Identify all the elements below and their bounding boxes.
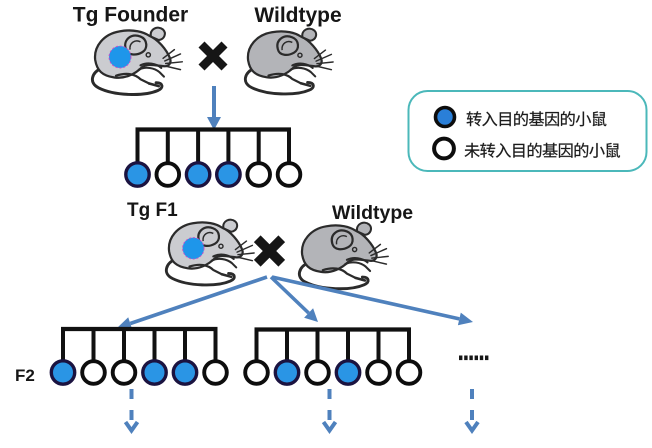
svg-text:F2: F2: [15, 366, 35, 385]
svg-text:Wildtype: Wildtype: [254, 4, 341, 27]
svg-text:Wildtype: Wildtype: [332, 202, 413, 224]
svg-text:Tg F1: Tg F1: [127, 200, 178, 221]
svg-text:Tg Founder: Tg Founder: [73, 4, 188, 27]
